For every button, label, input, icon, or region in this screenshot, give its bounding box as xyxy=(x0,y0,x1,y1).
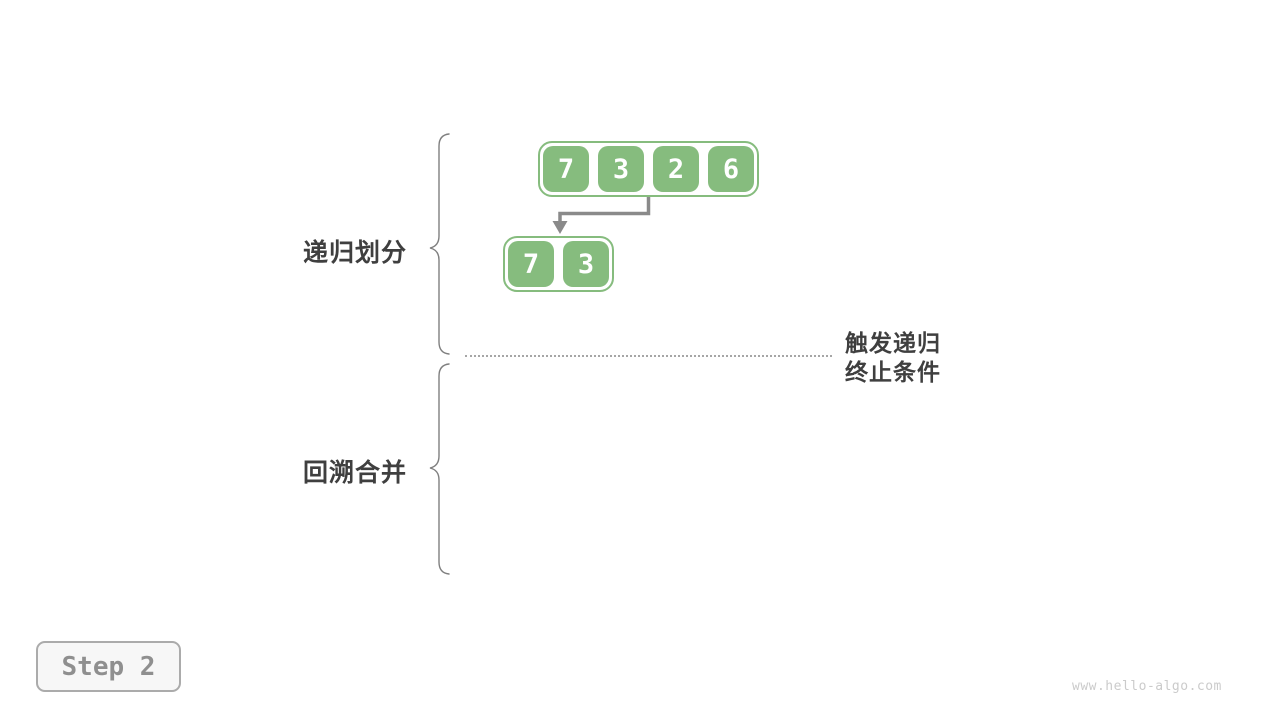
annotation-line1: 触发递归 xyxy=(845,330,941,356)
array-cell: 7 xyxy=(508,241,554,287)
array-cell: 3 xyxy=(598,146,644,192)
phase-divider-dotted-line xyxy=(465,355,832,357)
array-cell: 2 xyxy=(653,146,699,192)
array-level1: 7 3 2 6 xyxy=(538,141,759,197)
array-cell: 3 xyxy=(563,241,609,287)
step-badge: Step 2 xyxy=(36,641,181,692)
split-arrow-head-icon xyxy=(552,221,568,234)
annotation-line2: 终止条件 xyxy=(845,359,941,385)
divide-brace-icon xyxy=(429,133,450,355)
merge-brace-icon xyxy=(429,363,450,575)
array-cell: 6 xyxy=(708,146,754,192)
array-level2-left: 7 3 xyxy=(503,236,614,292)
watermark: www.hello-algo.com xyxy=(1072,679,1222,694)
divide-phase-label: 递归划分 xyxy=(302,239,407,267)
merge-phase-label: 回溯合并 xyxy=(302,459,407,487)
base-case-annotation: 触发递归 终止条件 xyxy=(845,329,941,387)
split-arrow-icon xyxy=(558,197,651,222)
array-cell: 7 xyxy=(543,146,589,192)
